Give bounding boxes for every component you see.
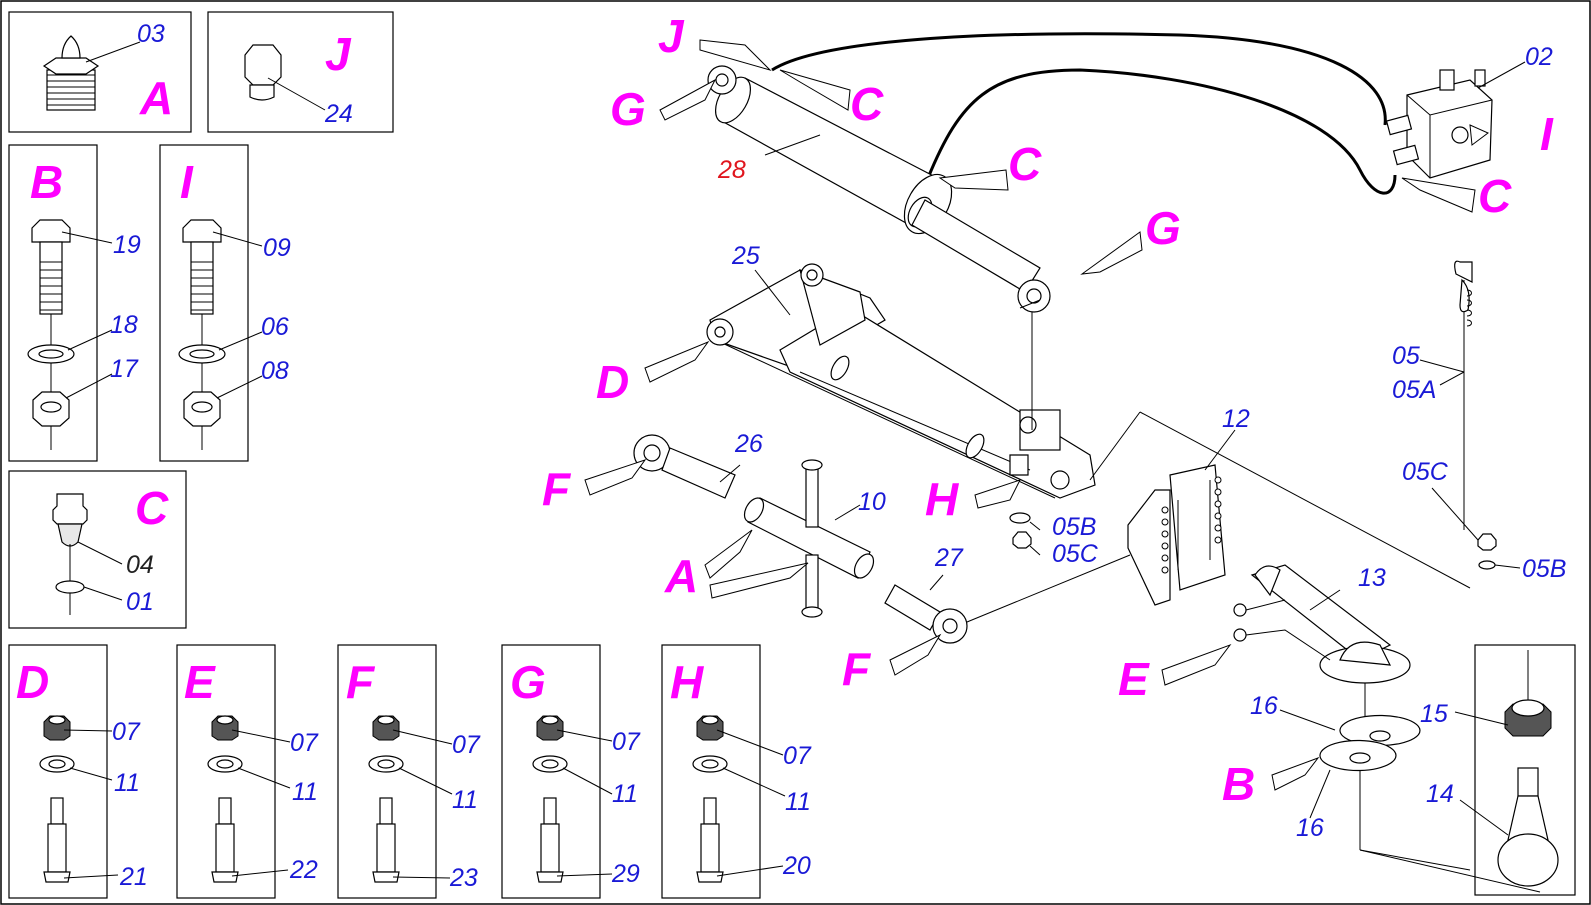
mounting-bracket xyxy=(1089,411,1471,606)
leader-lines xyxy=(719,134,1341,819)
part-number-07-d: 07 xyxy=(112,718,141,746)
hydraulic-hose-upper xyxy=(771,32,1387,126)
part-number-25: 25 xyxy=(731,242,760,270)
callout-letter-i: I xyxy=(1540,108,1554,160)
part-number-23: 23 xyxy=(449,864,478,892)
part-number-13: 13 xyxy=(1358,564,1386,592)
part-number-09: 09 xyxy=(263,234,291,262)
callout-letter-g-top: G xyxy=(610,83,646,135)
callout-letter-b: B xyxy=(1222,758,1255,810)
pivot-pin-box xyxy=(1454,644,1576,896)
detail-box-f: F 07 11 23 xyxy=(337,644,481,899)
part-number-07-g: 07 xyxy=(612,728,641,756)
part-number-24: 24 xyxy=(324,100,353,128)
part-number-11-f: 11 xyxy=(452,786,478,814)
part-number-26: 26 xyxy=(734,430,763,458)
detail-letter-b: B xyxy=(30,156,63,208)
callout-letter-f-bottom: F xyxy=(842,643,872,695)
detail-letter-f: F xyxy=(346,656,376,708)
callout-letter-j: J xyxy=(658,10,685,62)
part-number-27: 27 xyxy=(934,544,964,572)
detail-box-h: H 07 11 20 xyxy=(661,644,812,899)
swing-arm-frame xyxy=(706,263,1096,549)
detail-letter-d: D xyxy=(16,656,49,708)
callout-letter-f-left: F xyxy=(542,463,572,515)
part-number-05c-right: 05C xyxy=(1402,458,1449,486)
callout-letter-a: A xyxy=(664,550,698,602)
part-number-22: 22 xyxy=(289,856,318,884)
detail-letter-a: A xyxy=(139,72,173,124)
callout-letter-c-mid: C xyxy=(1008,138,1042,190)
valve-block xyxy=(1385,61,1526,179)
part-number-12: 12 xyxy=(1222,405,1250,433)
callout-letter-d: D xyxy=(596,356,629,408)
part-number-17: 17 xyxy=(110,355,139,383)
part-number-04: 04 xyxy=(126,551,154,579)
detail-box-g: G 07 11 29 xyxy=(501,644,641,899)
part-number-11-g: 11 xyxy=(612,780,638,808)
callout-letter-c-top: C xyxy=(850,78,884,130)
detail-letter-e: E xyxy=(184,656,216,708)
part-number-11-e: 11 xyxy=(292,778,318,806)
detail-box-b: B 19 18 17 xyxy=(8,144,141,462)
part-number-20: 20 xyxy=(782,852,811,880)
part-number-05b-mid: 05B xyxy=(1052,513,1096,541)
part-number-11-d: 11 xyxy=(114,769,140,797)
part-number-14: 14 xyxy=(1426,780,1454,808)
lever-rod xyxy=(1419,260,1521,570)
detail-letter-i: I xyxy=(180,156,194,208)
part-number-28: 28 xyxy=(717,156,746,184)
part-number-15: 15 xyxy=(1420,700,1448,728)
part-number-02: 02 xyxy=(1525,43,1553,71)
callout-letter-c-right: C xyxy=(1478,170,1512,222)
detail-letter-h: H xyxy=(670,656,704,708)
part-number-05b-right: 05B xyxy=(1522,555,1566,583)
part-number-03: 03 xyxy=(137,20,165,48)
part-number-07-e: 07 xyxy=(290,729,319,757)
part-number-06: 06 xyxy=(261,313,289,341)
callout-letter-g-mid: G xyxy=(1145,202,1181,254)
hydraulic-cylinder xyxy=(707,65,1051,313)
part-number-18: 18 xyxy=(110,311,138,339)
detail-letter-g: G xyxy=(510,656,546,708)
callout-arrows xyxy=(584,39,1489,791)
callout-letter-e: E xyxy=(1118,653,1150,705)
hydraulic-hose-lower xyxy=(926,68,1397,195)
detail-box-a: 03 A xyxy=(8,11,192,133)
detail-box-i: I 09 06 08 xyxy=(159,144,291,462)
part-number-07-f: 07 xyxy=(452,731,481,759)
detail-box-j: 24 J xyxy=(207,11,394,133)
shim-plates xyxy=(1319,714,1541,893)
detail-box-c: C 04 01 xyxy=(8,470,187,629)
part-number-01: 01 xyxy=(126,588,154,616)
part-number-05: 05 xyxy=(1392,342,1420,370)
part-number-16-top: 16 xyxy=(1250,692,1278,720)
detail-box-e: E 07 11 22 xyxy=(176,644,319,899)
part-number-29: 29 xyxy=(611,860,640,888)
part-number-19: 19 xyxy=(113,231,141,259)
part-number-21: 21 xyxy=(119,863,148,891)
adjusting-rod-assembly xyxy=(633,434,1131,644)
callout-letter-h: H xyxy=(925,473,959,525)
detail-letter-c: C xyxy=(135,482,169,534)
part-number-05c-mid: 05C xyxy=(1052,540,1099,568)
part-number-16-bottom: 16 xyxy=(1296,814,1324,842)
part-number-11-h: 11 xyxy=(785,788,811,816)
detail-box-d: D 07 11 21 xyxy=(8,644,148,899)
support-arm xyxy=(1233,564,1411,720)
detail-letter-j: J xyxy=(325,28,352,80)
part-number-10: 10 xyxy=(858,488,886,516)
part-number-05a: 05A xyxy=(1392,376,1436,404)
part-number-07-h: 07 xyxy=(783,742,812,770)
part-number-08: 08 xyxy=(261,357,289,385)
